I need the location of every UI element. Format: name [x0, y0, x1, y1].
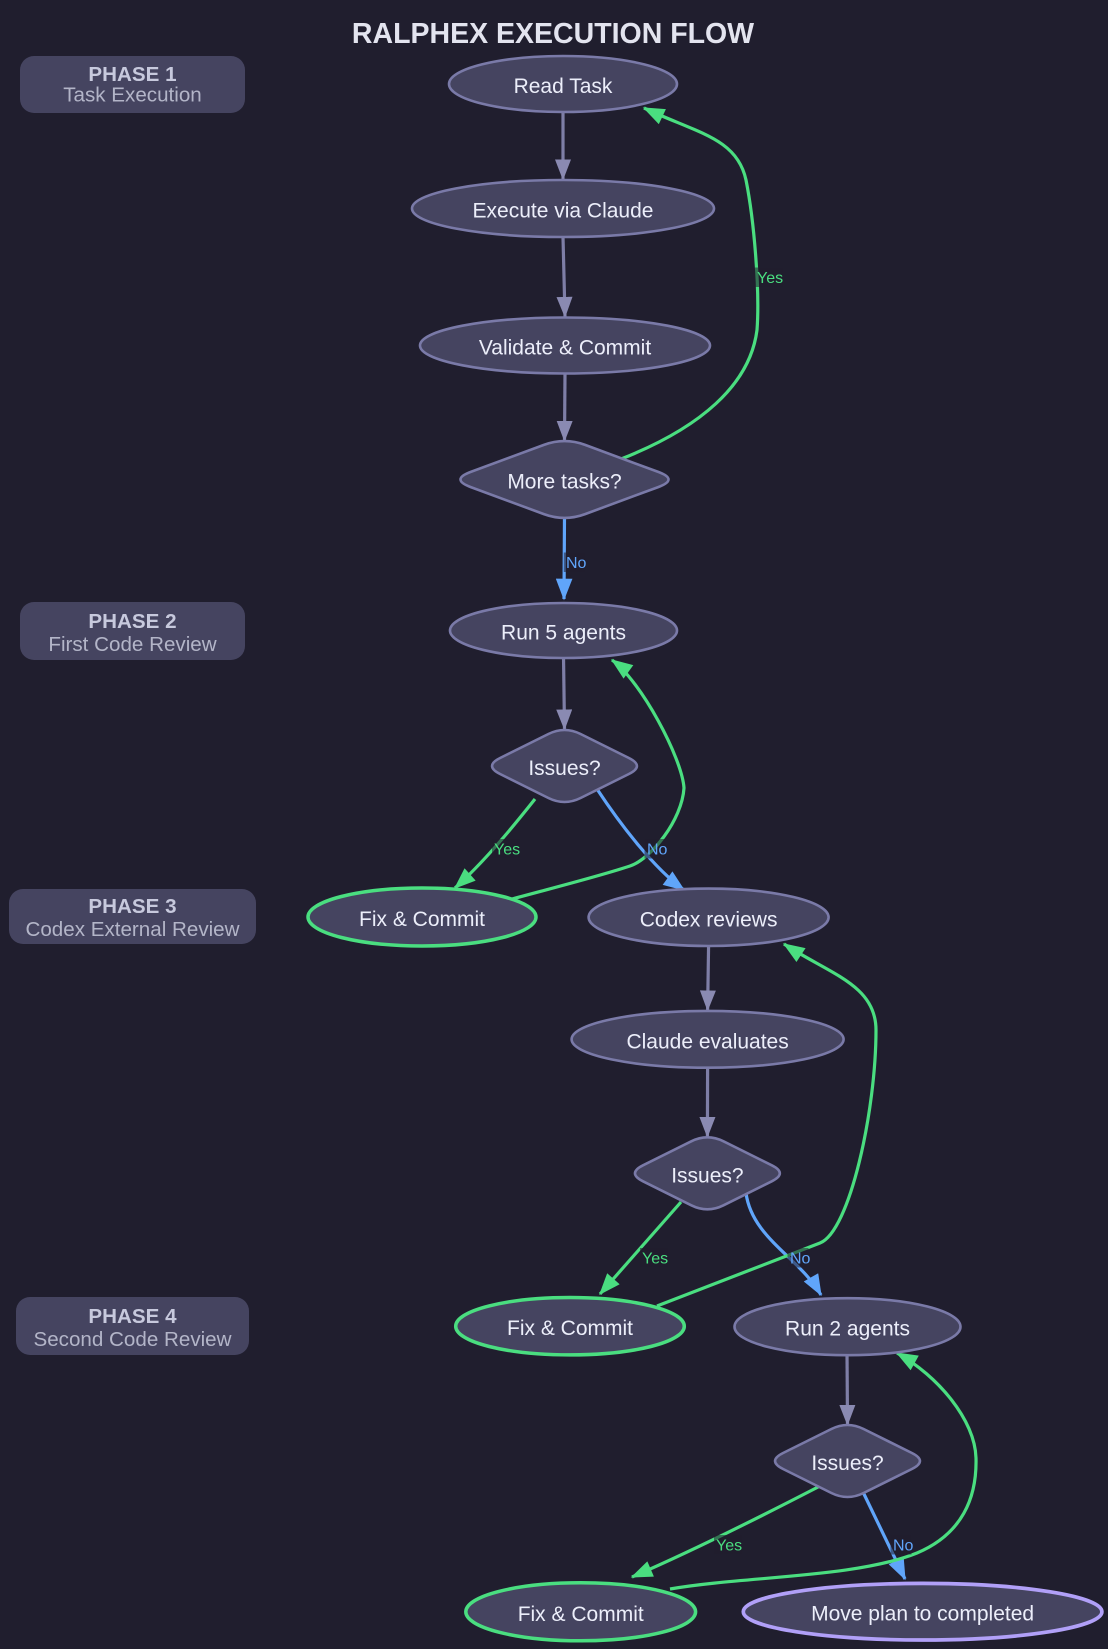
svg-text:Move plan to completed: Move plan to completed — [811, 1603, 1034, 1626]
svg-text:Execute via Claude: Execute via Claude — [473, 200, 654, 223]
svg-text:More tasks?: More tasks? — [507, 471, 621, 494]
svg-text:PHASE 4: PHASE 4 — [88, 1305, 177, 1328]
svg-text:No: No — [566, 555, 587, 572]
svg-text:Fix & Commit: Fix & Commit — [518, 1603, 644, 1626]
svg-text:PHASE 1: PHASE 1 — [88, 63, 176, 86]
svg-text:Task Execution: Task Execution — [63, 84, 202, 107]
svg-text:Codex reviews: Codex reviews — [640, 908, 778, 931]
svg-text:No: No — [893, 1538, 914, 1555]
svg-text:Run 2 agents: Run 2 agents — [785, 1318, 910, 1341]
svg-text:Yes: Yes — [494, 842, 520, 859]
svg-text:Issues?: Issues? — [671, 1164, 743, 1187]
svg-text:Issues?: Issues? — [811, 1452, 883, 1475]
svg-text:First Code Review: First Code Review — [48, 633, 216, 656]
svg-text:PHASE 2: PHASE 2 — [88, 610, 176, 633]
svg-text:Validate & Commit: Validate & Commit — [479, 337, 652, 360]
svg-text:Claude evaluates: Claude evaluates — [626, 1030, 788, 1053]
svg-text:Codex External Review: Codex External Review — [25, 918, 239, 941]
svg-text:RALPHEX EXECUTION FLOW: RALPHEX EXECUTION FLOW — [352, 18, 754, 50]
svg-text:Yes: Yes — [716, 1538, 742, 1555]
svg-text:No: No — [790, 1251, 811, 1268]
svg-text:Fix & Commit: Fix & Commit — [359, 908, 485, 931]
svg-text:Run 5 agents: Run 5 agents — [501, 622, 626, 645]
svg-text:Read Task: Read Task — [514, 75, 613, 98]
svg-text:Yes: Yes — [642, 1251, 668, 1268]
svg-text:PHASE 3: PHASE 3 — [88, 895, 176, 918]
svg-text:Fix & Commit: Fix & Commit — [507, 1317, 633, 1340]
svg-text:No: No — [647, 842, 668, 859]
svg-text:Yes: Yes — [757, 270, 783, 287]
svg-text:Second Code Review: Second Code Review — [33, 1328, 231, 1351]
svg-text:Issues?: Issues? — [528, 757, 600, 780]
